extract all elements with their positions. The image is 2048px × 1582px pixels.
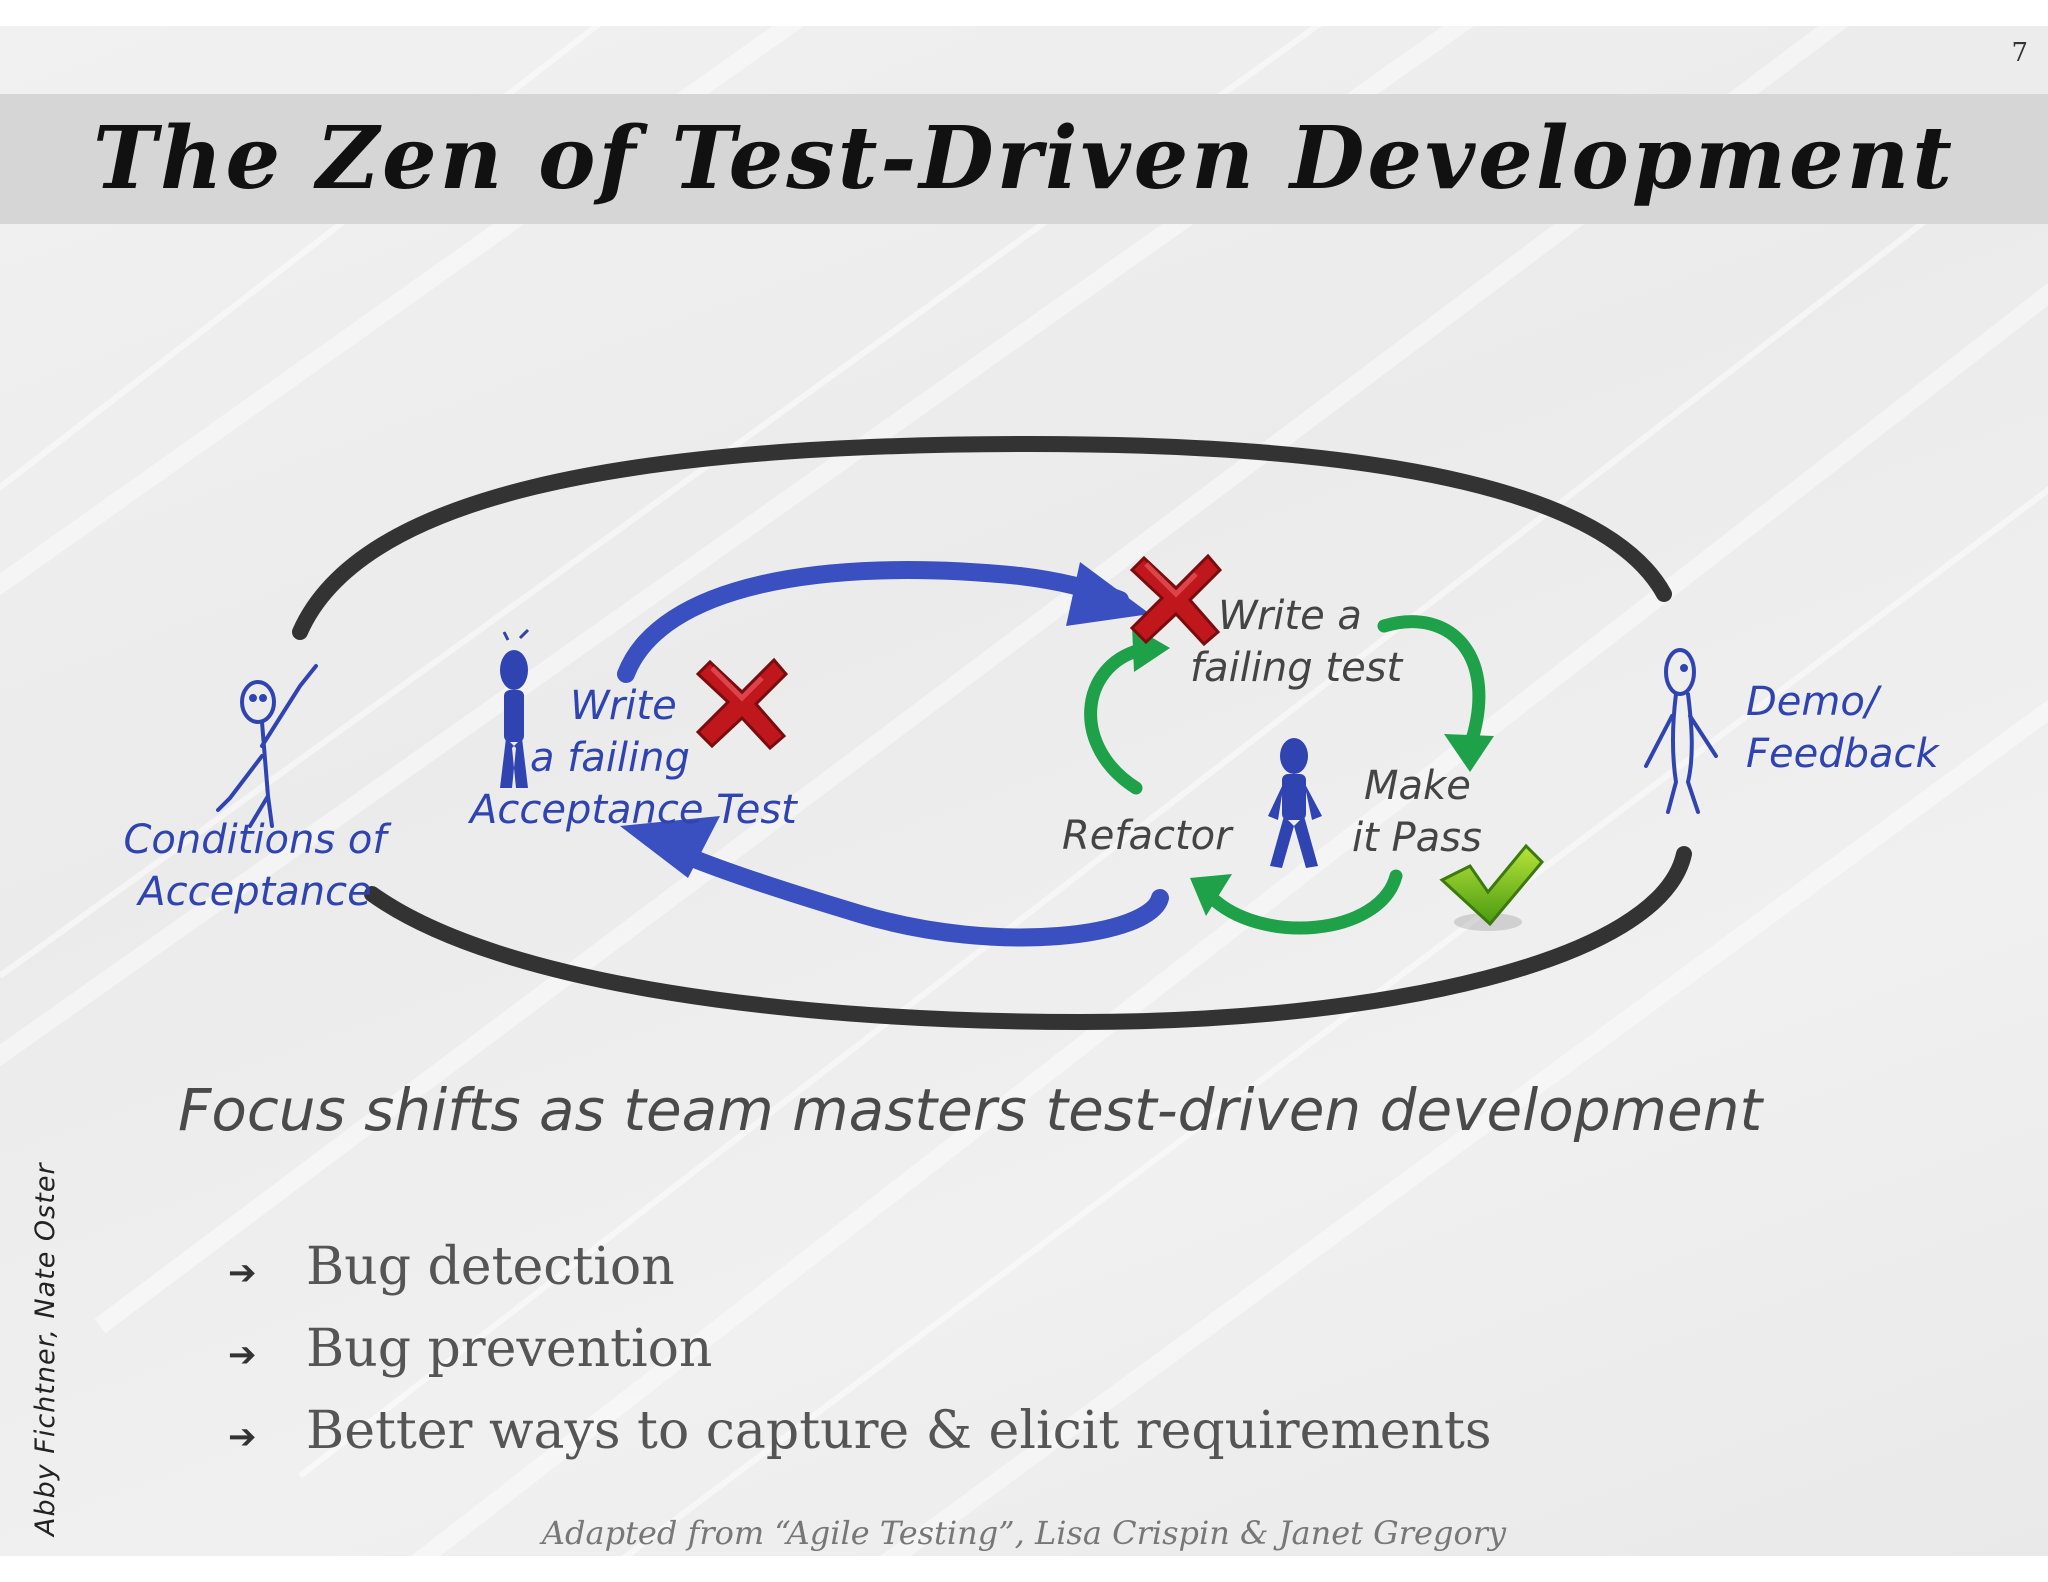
author-credit: Abby Fichtner, Nate Oster — [30, 1162, 61, 1536]
demo-feedback-label: Demo/ Feedback — [1746, 679, 1939, 777]
list-item: ➔Better ways to capture & elicit require… — [228, 1390, 1492, 1472]
tdd-arrow-refactor-to-write — [1084, 643, 1147, 795]
tdd-arrow-write-to-pass — [1377, 615, 1486, 753]
tdd-arrow-pass-to-refactor-head — [1190, 874, 1232, 916]
outer-loop-bottom — [364, 846, 1692, 1031]
acceptance-arrow-bottom-head — [620, 816, 720, 878]
check-pass-icon — [1439, 843, 1545, 931]
arrow-bullet-icon: ➔ — [228, 1253, 257, 1293]
stick-figure-icon — [500, 628, 530, 788]
refactor-label: Refactor — [1062, 813, 1232, 859]
page-number: 7 — [2011, 38, 2028, 68]
outer-loop-top — [292, 435, 1672, 640]
acceptance-arrow-bottom — [651, 835, 1169, 947]
citation: Adapted from “Agile Testing”, Lisa Crisp… — [541, 1514, 1507, 1552]
write-failing-acceptance-test-label: Write a failing Acceptance Test — [470, 683, 797, 833]
stick-figure-icon — [1644, 648, 1718, 814]
acceptance-arrow-top-head — [1066, 562, 1150, 626]
make-it-pass-label: Make it Pass — [1352, 763, 1482, 861]
acceptance-arrow-top — [617, 561, 1129, 683]
write-failing-test-label: Write a failing test — [1190, 593, 1403, 691]
arrow-bullet-icon: ➔ — [228, 1335, 257, 1375]
slide: 7 The Zen of Test-Driven Development — [0, 26, 2048, 1556]
stick-figure-icon — [216, 664, 318, 828]
stick-figure-icon — [1268, 738, 1322, 868]
slide-title: The Zen of Test-Driven Development — [93, 108, 1955, 209]
list-item: ➔Bug prevention — [228, 1308, 1492, 1390]
title-band: The Zen of Test-Driven Development — [0, 94, 2048, 224]
arrow-bullet-icon: ➔ — [228, 1417, 257, 1457]
conditions-of-acceptance-label: Conditions of Acceptance — [123, 817, 387, 915]
bullet-list: ➔Bug detection ➔Bug prevention ➔Better w… — [228, 1226, 1492, 1472]
list-item: ➔Bug detection — [228, 1226, 1492, 1308]
tdd-arrow-pass-to-refactor — [1203, 869, 1403, 935]
tdd-arrow-write-to-pass-head — [1444, 734, 1494, 772]
focus-shifts-heading: Focus shifts as team masters test-driven… — [178, 1076, 1763, 1144]
tdd-cycle-diagram — [216, 435, 1718, 1031]
